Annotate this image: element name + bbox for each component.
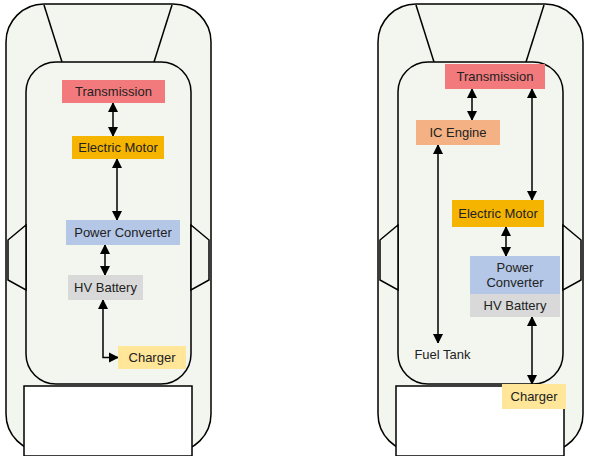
node-text: Transmission	[68, 84, 159, 99]
charger-box: Charger	[118, 346, 186, 369]
engine-box: IC Engine	[416, 120, 500, 145]
connector-arrow	[112, 103, 114, 136]
connector-arrow	[103, 300, 118, 358]
motor-box: Electric Motor	[452, 200, 544, 227]
connector-arrow	[505, 227, 507, 256]
connector-arrow	[437, 145, 439, 343]
converter-box: Power Converter	[470, 256, 560, 294]
node-text: Power Converter	[72, 225, 174, 240]
fuel-tank-label: Fuel Tank	[408, 343, 477, 366]
node-text: IC Engine	[422, 125, 494, 140]
right-car	[378, 4, 583, 456]
connector-arrow	[116, 159, 118, 220]
node-text: Electric Motor	[458, 206, 538, 221]
node-text: Electric Motor	[78, 140, 158, 155]
connector-arrow	[104, 245, 106, 275]
node-text: Charger	[124, 350, 180, 365]
node-text: Charger	[508, 389, 560, 404]
left-car	[6, 4, 211, 456]
motor-box: Electric Motor	[72, 136, 164, 159]
battery-box: HV Battery	[470, 294, 560, 317]
converter-box: Power Converter	[66, 220, 180, 245]
node-text: Power Converter	[476, 260, 554, 290]
connector-arrow	[471, 89, 473, 120]
transmission-box: Transmission	[445, 64, 545, 89]
connector-arrow	[531, 317, 533, 384]
node-text: Fuel Tank	[414, 347, 471, 362]
node-text: HV Battery	[476, 298, 554, 313]
charger-box: Charger	[502, 384, 566, 409]
connector-arrow	[531, 89, 533, 200]
battery-box: HV Battery	[68, 275, 143, 300]
node-text: Transmission	[451, 69, 539, 84]
transmission-box: Transmission	[62, 80, 165, 103]
node-text: HV Battery	[74, 280, 137, 295]
